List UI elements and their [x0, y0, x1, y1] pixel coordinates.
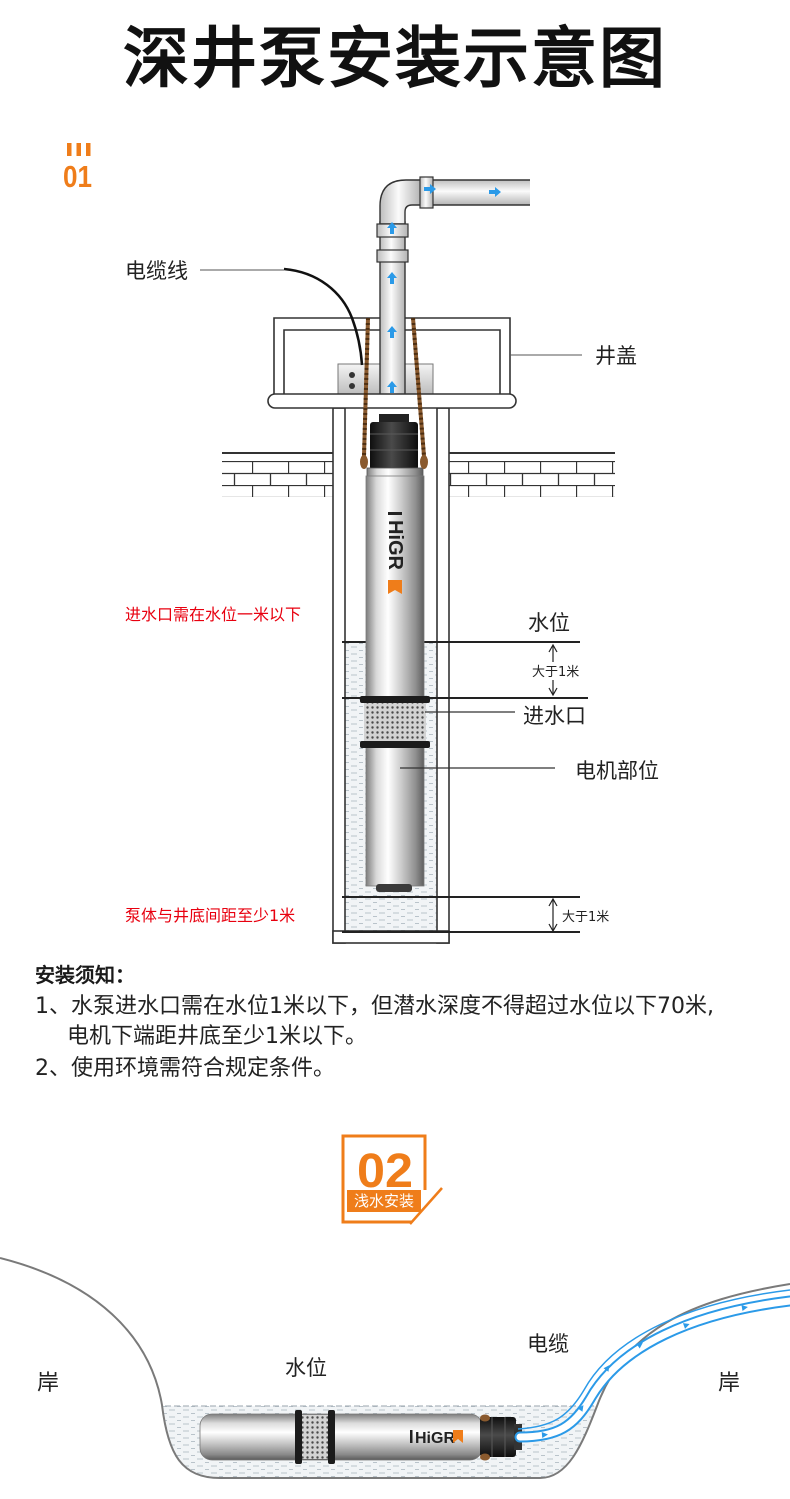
label-bank-right: 岸	[718, 1371, 740, 1396]
submersible-pump: HiGR	[360, 414, 430, 892]
brand-bar	[388, 512, 402, 515]
shallow-water-diagram: HiGR 岸 水位 电缆 岸	[0, 1257, 790, 1479]
label-cable: 电缆	[527, 1332, 569, 1356]
flow-arrow-icon	[741, 1305, 748, 1311]
outlet-hose	[514, 1289, 790, 1443]
power-cable	[283, 267, 364, 366]
flow-arrow-icon	[636, 1342, 643, 1349]
page-title: 深井泵安装示意图	[123, 20, 667, 97]
label-motor-section: 电机部位	[575, 759, 659, 783]
pump-head	[370, 422, 418, 470]
deep-well-diagram: HiGR 电缆线 井盖 进水口需在水位一米	[125, 176, 659, 944]
intake-mesh	[300, 1415, 330, 1459]
badge-frame	[341, 1134, 427, 1224]
brand-mark-icon	[453, 1430, 463, 1443]
discharge-pipe	[376, 176, 530, 396]
flow-arrow-icon	[577, 1405, 584, 1412]
intake-strap	[328, 1410, 335, 1464]
intake-strap	[360, 696, 430, 703]
ground-left	[222, 452, 333, 497]
hose-second-line	[517, 1289, 790, 1430]
warning-bottom-clearance: 泵体与井底间距至少1米	[125, 906, 295, 925]
dimension-bottom	[548, 897, 558, 933]
section-number-02: 02	[357, 1145, 413, 1198]
label-water-inlet: 进水口	[523, 704, 586, 728]
arrow-up-icon	[387, 326, 397, 338]
arrow-up-icon	[387, 272, 397, 284]
label-cable: 电缆线	[125, 259, 188, 283]
arrow-down-icon	[548, 687, 558, 697]
section-01-marker: 01	[63, 143, 92, 194]
rope-knot	[420, 455, 428, 469]
pump-head	[480, 1417, 516, 1457]
marker-bar	[67, 143, 72, 156]
pump-body	[365, 475, 425, 887]
screw-icon	[349, 383, 355, 389]
notes-heading: 安装须知：	[35, 963, 135, 987]
arrow-up-icon	[387, 381, 397, 393]
label-water-level: 水位	[285, 1356, 327, 1380]
cover-plate	[267, 393, 517, 409]
note-line: 2、使用环境需符合规定条件。	[35, 1056, 335, 1081]
marker-bar	[86, 143, 91, 156]
label-gap-to-bottom: 大于1米	[562, 910, 609, 925]
intake-strap	[295, 1410, 302, 1464]
arrow-up-icon	[548, 897, 558, 907]
suspension-ropes	[362, 317, 426, 457]
bank-outline	[0, 1257, 790, 1479]
flow-arrow-icon	[682, 1323, 690, 1329]
pipe-coupling	[419, 176, 434, 209]
pipe-elbow	[379, 179, 422, 225]
label-bank-left: 岸	[37, 1371, 59, 1396]
badge-slash	[409, 1187, 443, 1225]
flow-arrow-icon	[541, 1432, 548, 1438]
note-line: 1、水泵进水口需在水位1米以下，但潜水深度不得超过水位以下70米,	[35, 994, 714, 1019]
screw-icon	[349, 372, 355, 378]
section-number-01: 01	[63, 159, 92, 194]
badge-caption: 浅水安装	[354, 1192, 414, 1210]
arrow-up-icon	[387, 222, 397, 234]
flow-arrow-icon	[603, 1365, 610, 1372]
warning-inlet-depth: 进水口需在水位一米以下	[125, 605, 301, 624]
dimension-top	[548, 643, 558, 697]
label-depth-above-inlet: 大于1米	[532, 665, 579, 680]
marker-bar	[76, 143, 81, 156]
ground-right	[449, 452, 615, 497]
label-well-cover: 井盖	[595, 344, 637, 368]
brand-logo: HiGR	[415, 1430, 455, 1447]
intake-mesh	[364, 701, 426, 743]
brand-mark-icon	[388, 580, 402, 594]
section-02-badge: 02 浅水安装	[341, 1134, 443, 1225]
label-water-level: 水位	[528, 611, 570, 635]
intake-strap	[360, 741, 430, 748]
brand-logo: HiGR	[384, 520, 406, 571]
badge-caption-bg	[347, 1190, 421, 1212]
arrow-right-icon	[424, 184, 436, 194]
submersible-pump-horizontal: HiGR	[199, 1410, 522, 1464]
flow-arrows	[387, 184, 501, 393]
pipe-coupling	[376, 249, 409, 263]
note-line: 电机下端距井底至少1米以下。	[67, 1024, 367, 1049]
arrow-up-icon	[548, 643, 558, 653]
arrow-down-icon	[548, 923, 558, 933]
rope-knot	[480, 1453, 490, 1461]
rope-knot	[480, 1414, 490, 1422]
arrow-right-icon	[489, 187, 501, 197]
brand-bar	[410, 1430, 413, 1443]
rope-knot	[360, 455, 368, 469]
